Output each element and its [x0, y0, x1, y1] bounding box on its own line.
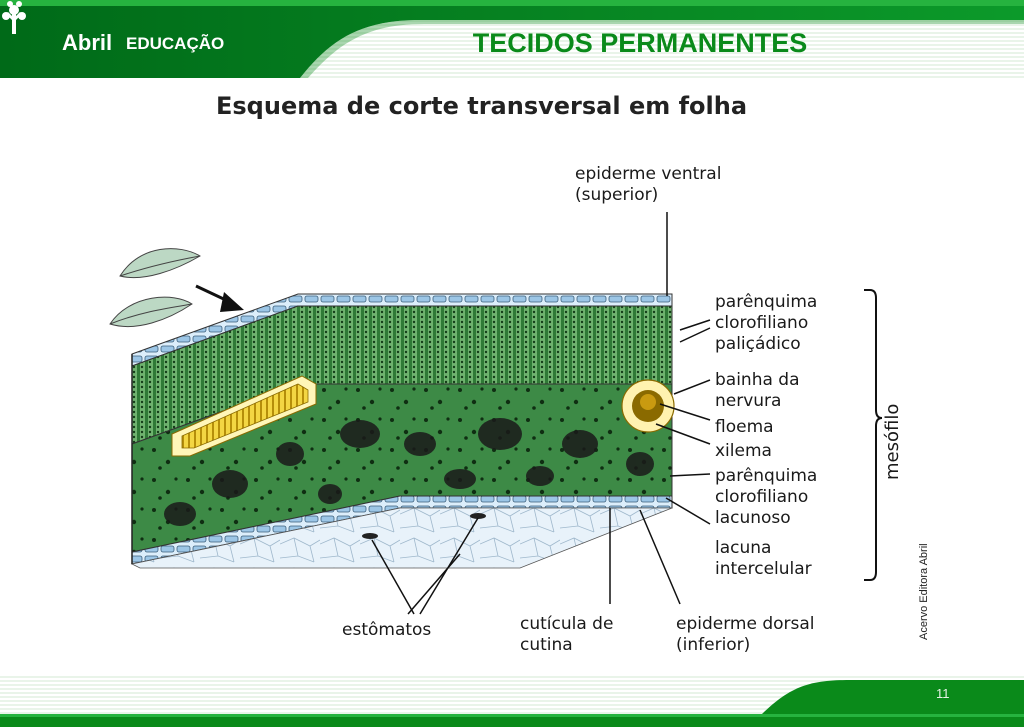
slide-footer: [0, 676, 1024, 727]
label-line: parênquima: [715, 292, 818, 312]
label-line: (inferior): [676, 635, 751, 655]
label-line: parênquima: [715, 466, 818, 486]
header-band: [0, 0, 1024, 78]
label-line: bainha da: [715, 370, 800, 390]
label-line: epiderme dorsal: [676, 614, 815, 634]
label-floema: floema: [715, 417, 774, 437]
label-line: paliçádico: [715, 334, 801, 354]
page-number: 11: [936, 686, 950, 701]
label-epiderme-ventral: epiderme ventral (superior): [575, 164, 721, 206]
slide-header: Abril EDUCAÇÃO TECIDOS PERMANENTES: [0, 0, 1024, 78]
label-line: intercelular: [715, 559, 812, 579]
leader-lines: [371, 212, 711, 615]
label-line: epiderme ventral: [575, 164, 722, 184]
label-line: clorofiliano: [715, 313, 809, 333]
label-line: clorofiliano: [715, 487, 809, 507]
label-line: cutina: [520, 635, 573, 655]
leaf-icon: [109, 248, 201, 328]
logo-wordmark: Abril: [62, 30, 113, 55]
leaf-block: [130, 293, 675, 569]
figure-title: Esquema de corte transversal em folha: [216, 92, 748, 120]
arrow-icon: [195, 284, 244, 312]
label-line: lacuna: [715, 538, 772, 558]
label-epiderme-dorsal: epiderme dorsal (inferior): [676, 614, 815, 656]
tree-icon: [2, 1, 26, 34]
label-paliçadico: parênquima clorofiliano paliçádico: [715, 292, 817, 355]
label-cuticula: cutícula de cutina: [520, 614, 613, 656]
label-lacuna: lacuna intercelular: [715, 538, 812, 580]
label-mesofilo: mesófilo: [882, 403, 903, 480]
label-line: (superior): [575, 185, 659, 205]
label-estomatos: estômatos: [342, 620, 432, 640]
label-bainha: bainha da nervura: [715, 370, 800, 412]
leaf-cross-section-figure: [109, 212, 883, 615]
logo-subtitle: EDUCAÇÃO: [126, 34, 225, 53]
label-line: cutícula de: [520, 614, 614, 634]
image-credit: Acervo Editora Abril: [918, 543, 930, 640]
label-lacunoso: parênquima clorofiliano lacunoso: [715, 466, 817, 529]
slide-title: TECIDOS PERMANENTES: [472, 28, 808, 58]
label-line: lacunoso: [715, 508, 791, 528]
label-xilema: xilema: [715, 441, 772, 461]
footer-band: [0, 676, 1024, 727]
label-line: nervura: [715, 391, 782, 411]
mesofilo-bracket: [864, 289, 883, 581]
